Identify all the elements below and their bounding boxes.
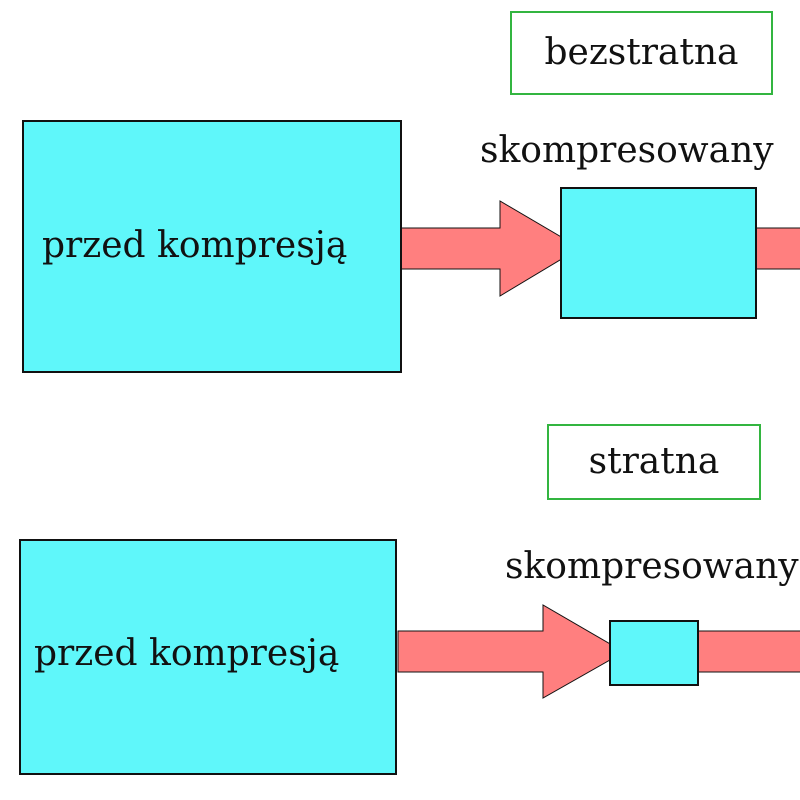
lossy-arrow-out (697, 630, 800, 673)
lossy-arrow-in (397, 604, 626, 699)
lossy-source-text: przed kompresją (34, 633, 340, 674)
lossless-compressed-caption: skompresowany (480, 130, 774, 171)
lossless-arrow-in (400, 200, 581, 297)
lossless-source-box (22, 120, 402, 373)
lossy-mode-text: stratna (588, 441, 720, 482)
lossless-source-text: przed kompresją (42, 225, 348, 266)
lossless-compressed-box (560, 187, 757, 319)
lossy-source-box (19, 539, 397, 775)
lossy-mode-label: stratna (547, 424, 761, 500)
lossy-compressed-caption: skompresowany (505, 546, 799, 587)
lossy-compressed-box (609, 620, 699, 686)
lossless-mode-text: bezstratna (544, 32, 739, 73)
lossless-arrow-out (755, 227, 800, 270)
lossless-mode-label: bezstratna (510, 11, 773, 95)
